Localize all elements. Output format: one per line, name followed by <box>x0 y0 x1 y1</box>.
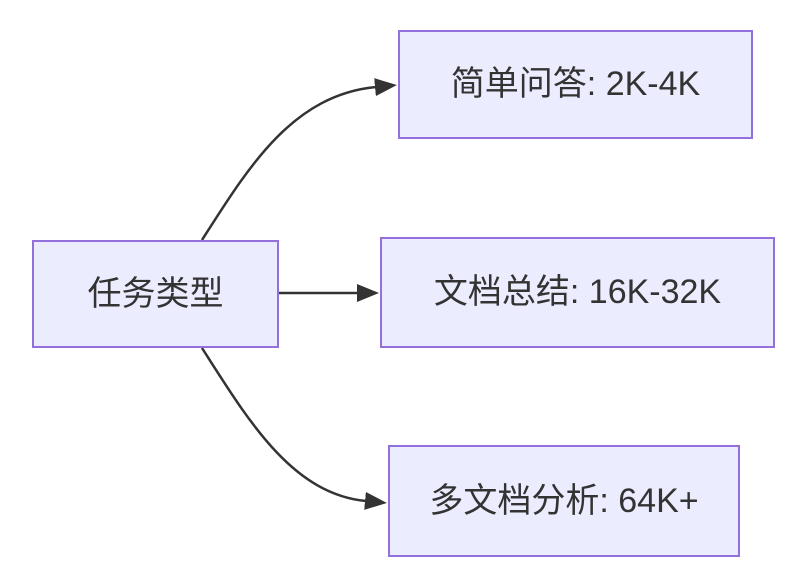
node-simple-qa-label: 简单问答: 2K-4K <box>450 65 701 104</box>
node-simple-qa: 简单问答: 2K-4K <box>398 30 753 139</box>
node-multi-doc-label: 多文档分析: 64K+ <box>429 481 699 520</box>
node-doc-summary-label: 文档总结: 16K-32K <box>433 273 722 312</box>
node-task-type-label: 任务类型 <box>87 274 224 313</box>
edge-task-type-to-multi-doc <box>200 347 387 510</box>
node-multi-doc: 多文档分析: 64K+ <box>388 445 740 557</box>
node-task-type: 任务类型 <box>32 240 279 348</box>
node-doc-summary: 文档总结: 16K-32K <box>380 237 775 348</box>
edge-task-type-to-simple-qa <box>200 78 397 241</box>
